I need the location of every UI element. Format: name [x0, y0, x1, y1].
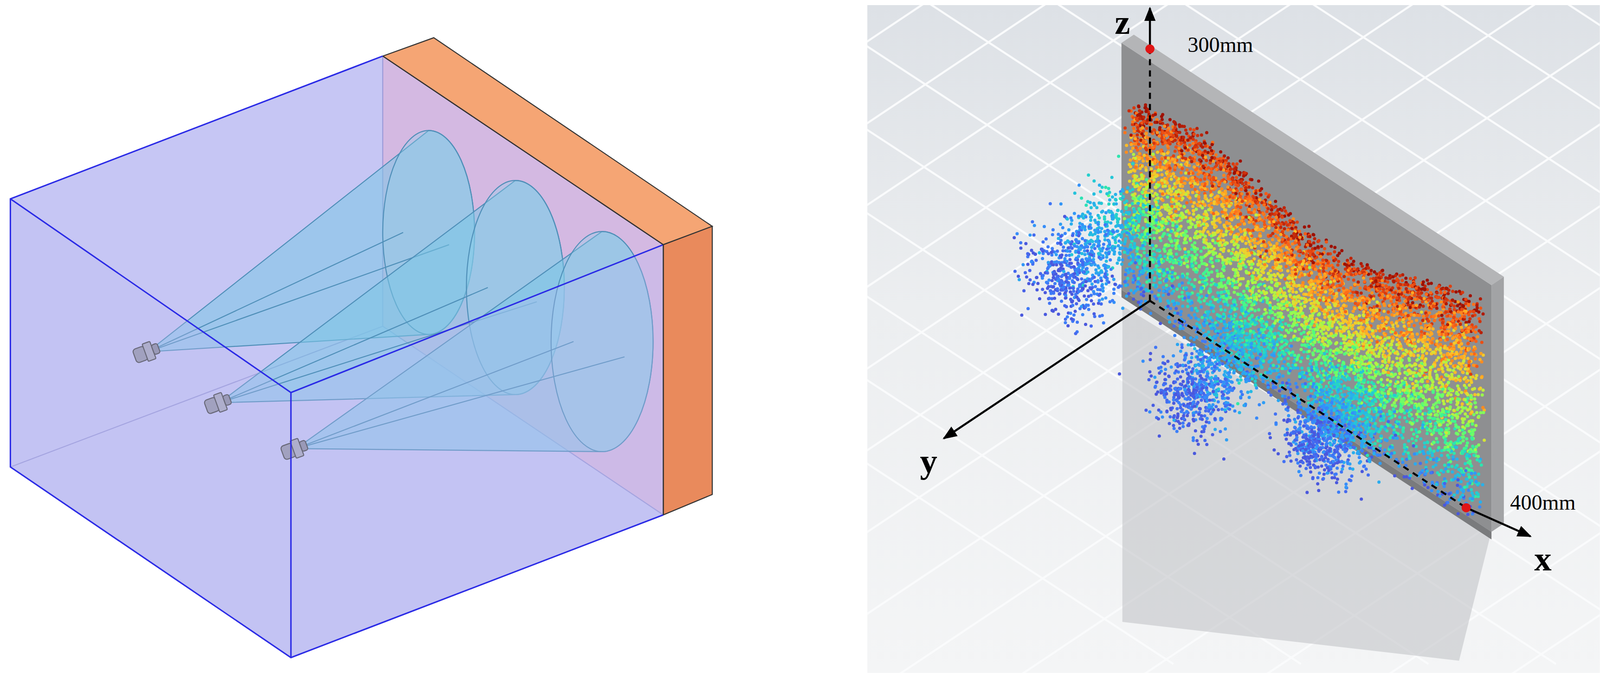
figure-stage: z300mmy400mmx: [0, 0, 1600, 678]
